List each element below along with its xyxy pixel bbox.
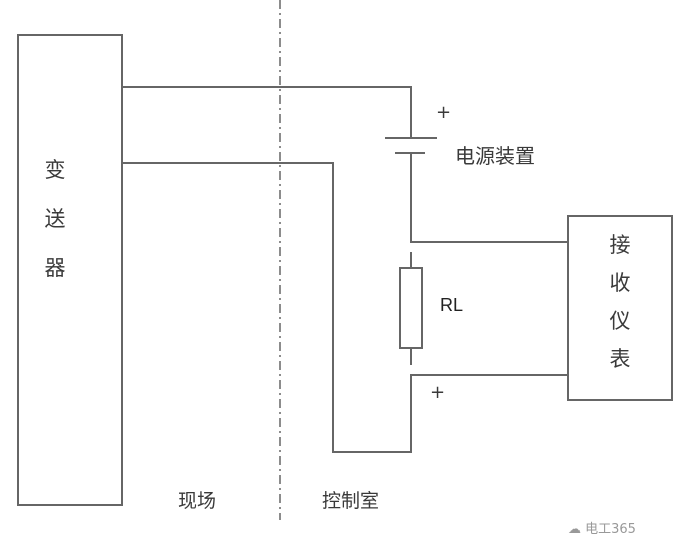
field-label: 现场 — [178, 490, 217, 512]
char: 变 — [44, 158, 66, 182]
plus-sign-top: + — [436, 102, 452, 123]
char: 接 — [609, 233, 631, 257]
char: 表 — [609, 347, 631, 371]
transmitter-box — [17, 34, 123, 506]
control-room-label: 控制室 — [322, 490, 380, 512]
char: 收 — [609, 271, 631, 295]
wechat-icon: ☁ — [568, 522, 586, 537]
char: 仪 — [609, 309, 631, 333]
char: 送 — [44, 207, 66, 231]
watermark-text: 电工365 — [585, 522, 636, 537]
wire-receiver-bottom — [122, 162, 568, 453]
plus-sign-bottom: + — [430, 382, 446, 403]
watermark: ☁ 电工365 — [568, 518, 636, 537]
receiver-label: 接 收 仪 表 — [605, 235, 635, 398]
receiver-box — [567, 215, 673, 401]
resistor — [399, 267, 423, 349]
char: 器 — [44, 256, 66, 280]
resistor-label: RL — [440, 295, 464, 315]
power-supply-label: 电源装置 — [455, 144, 535, 168]
wire-top — [122, 86, 412, 138]
wire-battery-receiver — [410, 153, 568, 243]
transmitter-label: 变 送 器 — [40, 160, 70, 307]
